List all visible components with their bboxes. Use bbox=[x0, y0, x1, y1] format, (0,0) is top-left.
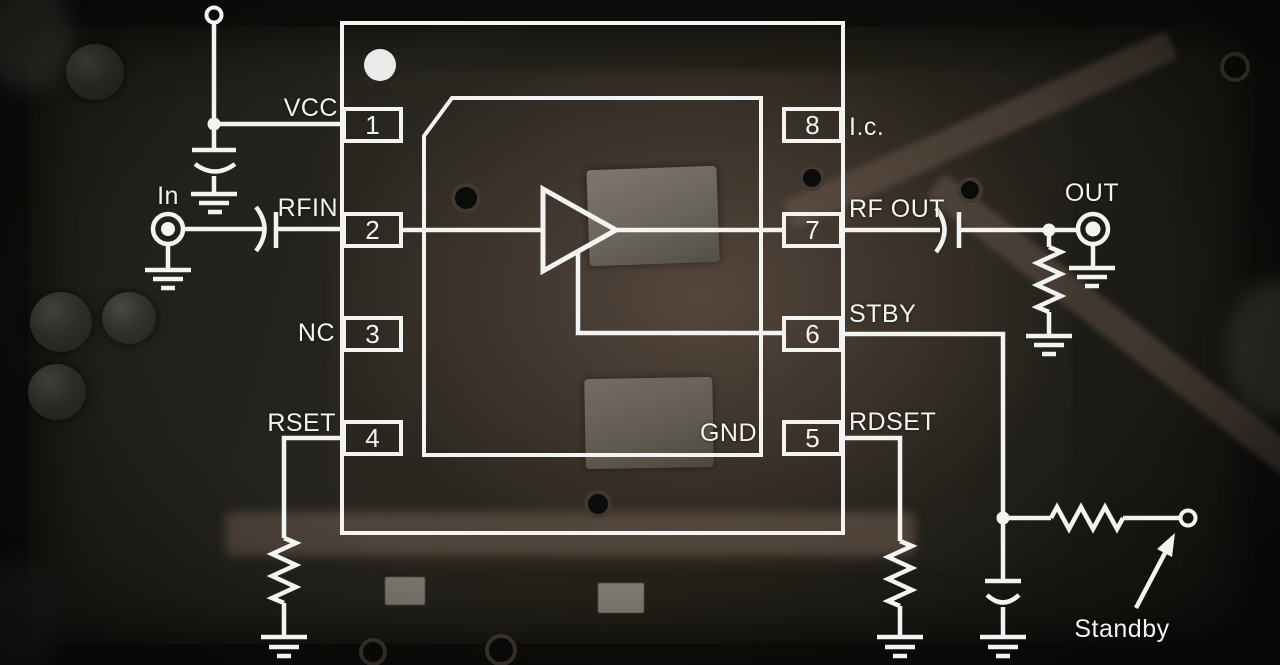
ground-symbol bbox=[980, 634, 1026, 659]
ground-symbol bbox=[1026, 333, 1072, 357]
ground-symbol bbox=[145, 267, 191, 291]
pin-box-7: 7 bbox=[782, 212, 843, 248]
rdset-branch bbox=[843, 435, 923, 659]
resistor-zigzag bbox=[266, 535, 302, 606]
pin-number: 2 bbox=[365, 214, 380, 245]
pin-number: 5 bbox=[805, 422, 820, 453]
pin-box-2: 2 bbox=[342, 212, 403, 248]
rset-wire bbox=[281, 435, 342, 538]
ground-symbol bbox=[261, 634, 307, 659]
cap-curved-plate bbox=[934, 206, 947, 254]
pin-label-rfout: RF OUT bbox=[849, 195, 946, 223]
cap-curved-plate bbox=[985, 593, 1021, 605]
pin-label-rset: RSET bbox=[267, 409, 336, 437]
pin-box-8: 8 bbox=[782, 107, 843, 143]
junction-dot bbox=[207, 117, 221, 131]
ic-core-block bbox=[422, 96, 763, 457]
core-gnd-label: GND bbox=[699, 419, 757, 447]
junction-dot bbox=[1042, 223, 1056, 237]
rf-input-branch bbox=[145, 205, 342, 291]
pin-box-1: 1 bbox=[342, 107, 403, 143]
pin-label-stby: STBY bbox=[849, 300, 917, 328]
resistor-zigzag bbox=[1031, 244, 1067, 315]
pin-label-vcc: VCC bbox=[283, 94, 338, 122]
rdset-wire bbox=[843, 435, 903, 541]
vcc-branch bbox=[191, 5, 342, 215]
standby-terminal-circle bbox=[1178, 508, 1198, 528]
input-terminal-label: In bbox=[157, 182, 179, 210]
cap-curved-plate bbox=[254, 205, 267, 253]
rset-branch bbox=[261, 435, 342, 659]
rf-output-branch bbox=[843, 206, 1115, 357]
ic-package-outline bbox=[340, 21, 845, 535]
pin-box-6: 6 bbox=[782, 316, 843, 352]
ground-symbol bbox=[877, 634, 923, 659]
standby-arrow-line bbox=[1134, 551, 1167, 610]
pin-number: 1 bbox=[365, 109, 380, 140]
pin-number: 6 bbox=[805, 318, 820, 349]
pin-number: 3 bbox=[365, 318, 380, 349]
cap-curved-plate bbox=[193, 162, 237, 174]
pin-label-rfin: RFIN bbox=[277, 194, 338, 222]
pin-label-ic: I.c. bbox=[849, 113, 885, 141]
pin-number: 8 bbox=[805, 109, 820, 140]
pin-number: 4 bbox=[365, 422, 380, 453]
pin-box-3: 3 bbox=[342, 316, 403, 352]
stby-wire bbox=[843, 331, 1006, 518]
standby-arrowhead bbox=[1157, 533, 1175, 557]
pin-box-4: 4 bbox=[342, 420, 403, 456]
pin-number: 7 bbox=[805, 214, 820, 245]
standby-branch bbox=[843, 331, 1198, 659]
pin1-indicator-dot bbox=[364, 49, 396, 81]
pin-label-nc: NC bbox=[297, 319, 335, 347]
ground-symbol bbox=[191, 191, 237, 215]
vcc-wire bbox=[211, 22, 342, 150]
ground-symbol bbox=[1069, 265, 1115, 289]
pin-box-5: 5 bbox=[782, 420, 843, 456]
vcc-terminal-circle bbox=[204, 5, 224, 25]
pin-label-rdset: RDSET bbox=[849, 408, 937, 436]
resistor-zigzag bbox=[882, 538, 918, 609]
in-connector-pin bbox=[161, 222, 175, 236]
out-connector-pin bbox=[1085, 221, 1101, 237]
output-terminal-label: OUT bbox=[1064, 179, 1120, 207]
resistor-zigzag bbox=[1049, 502, 1125, 534]
stby-internal-wire bbox=[575, 251, 782, 336]
standby-terminal-label: Standby bbox=[1074, 615, 1170, 643]
